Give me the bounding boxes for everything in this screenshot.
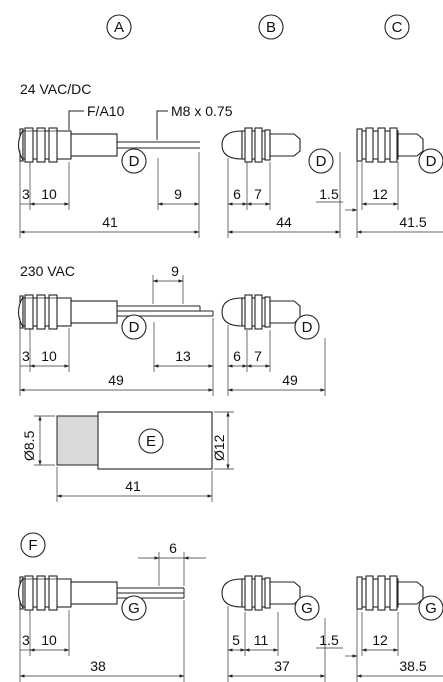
dim-12: 12 [372, 186, 388, 202]
dim-49-230a: 49 [108, 372, 124, 388]
fuse-note: F/A10 [87, 103, 125, 119]
callout-d-2b: D [302, 319, 313, 336]
dim-38-5-f: 38.5 [399, 658, 426, 674]
section-24vacdc-title: 24 VAC/DC [20, 81, 91, 97]
lamp-230v-domed-view [221, 294, 301, 330]
dim-6: 6 [233, 186, 241, 202]
dim-41-5: 41.5 [399, 214, 426, 230]
dims-24v-c: 1.5 12 41.5 [316, 160, 443, 238]
thread-note: M8 x 0.75 [171, 103, 233, 119]
dim-1-5: 1.5 [319, 186, 339, 202]
dim-41: 41 [102, 214, 118, 230]
dim-10-230: 10 [41, 348, 57, 364]
callout-d-2a: D [129, 319, 140, 336]
dims-f-a: 6 3 10 38 [19, 540, 206, 682]
dim-7: 7 [254, 186, 262, 202]
callout-g-b: G [301, 600, 313, 617]
dim-9-230: 9 [171, 263, 179, 279]
dim-37-f: 37 [274, 658, 290, 674]
dims-230v-a: 9 3 10 13 49 [19, 263, 214, 396]
dim-d8-5: Ø8.5 [21, 430, 37, 461]
dim-44: 44 [276, 214, 292, 230]
dim-11-f: 11 [254, 632, 269, 648]
dim-6-f: 6 [169, 540, 177, 556]
lens-cap-view [56, 411, 213, 470]
dim-9: 9 [174, 186, 182, 202]
callout-d-1b: D [316, 153, 327, 170]
column-c-header: C [384, 14, 410, 40]
dim-7-230: 7 [254, 348, 262, 364]
callout-d-1a: D [129, 153, 140, 170]
lamp-f-cylinder-view [356, 575, 424, 611]
column-a-header: A [106, 14, 132, 40]
callout-g-c: G [425, 600, 437, 617]
column-a-label: A [114, 19, 124, 36]
callout-f: F [28, 537, 37, 554]
dim-41-lens: 41 [125, 478, 141, 494]
callout-g-a: G [128, 600, 140, 617]
dim-1-5-f: 1.5 [319, 632, 339, 648]
lamp-24v-side-view [17, 127, 200, 163]
dims-lens: Ø8.5 Ø12 41 [21, 411, 234, 502]
dim-10: 10 [41, 186, 57, 202]
dim-3-230: 3 [22, 348, 30, 364]
dim-6-230: 6 [233, 348, 241, 364]
dim-13-230: 13 [175, 348, 191, 364]
dim-5-f: 5 [232, 632, 240, 648]
thread-leader [156, 110, 168, 140]
dims-f-c: 1.5 12 38.5 [316, 608, 443, 682]
lamp-f-domed-view [221, 575, 301, 611]
fuse-leader [68, 110, 84, 130]
dim-10-f: 10 [41, 632, 57, 648]
dim-3-f: 3 [22, 632, 30, 648]
column-c-label: C [392, 19, 403, 36]
column-b-header: B [258, 14, 284, 40]
callout-d-1c: D [426, 153, 437, 170]
dim-d12: Ø12 [211, 434, 227, 461]
dim-49-230b: 49 [282, 372, 298, 388]
dims-24v-a: 3 10 9 41 [19, 150, 200, 238]
lamp-24v-cylinder-view [356, 127, 424, 163]
dim-12-f: 12 [372, 632, 388, 648]
dim-3: 3 [22, 186, 30, 202]
section-230vac-title: 230 VAC [20, 263, 75, 279]
column-b-label: B [266, 19, 276, 36]
lamp-24v-domed-view [221, 127, 301, 163]
dim-38-f: 38 [90, 658, 106, 674]
dims-f-b: 5 11 37 [227, 606, 326, 682]
dims-230v-b: 6 7 49 [227, 325, 326, 396]
lamp-230v-side-view [17, 294, 214, 330]
callout-e: E [146, 433, 156, 450]
dims-24v-b: 6 7 44 [227, 152, 341, 238]
